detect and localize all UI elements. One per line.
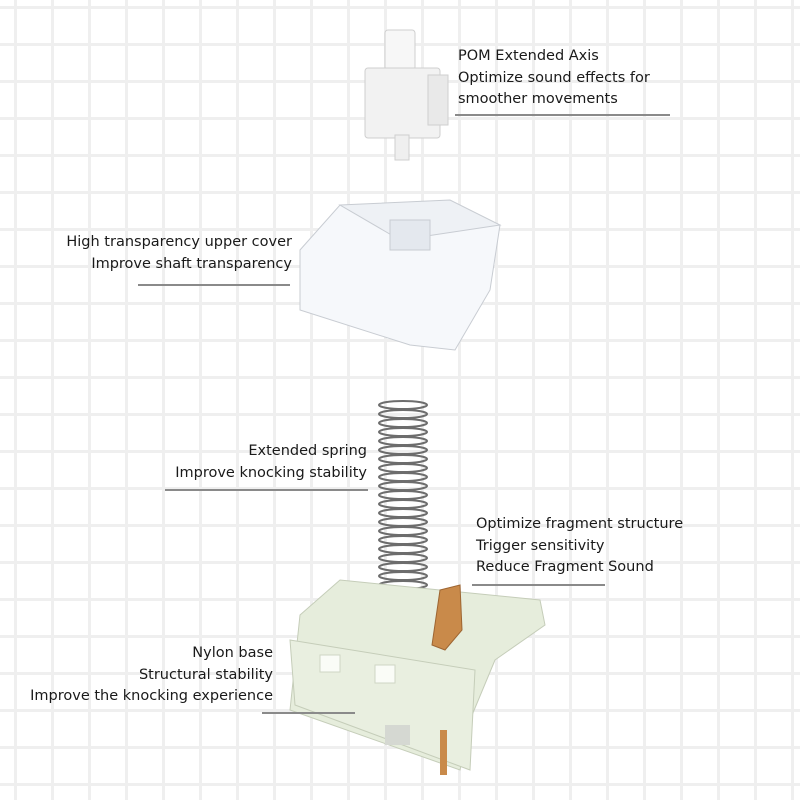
spring-coil [378, 418, 428, 428]
callout-title: High transparency upper cover [66, 234, 292, 250]
spring-coil [378, 562, 428, 572]
spring-coil [378, 526, 428, 536]
contact-callout-rule [472, 584, 605, 586]
base-part [289, 579, 546, 775]
spring-part [378, 400, 428, 617]
spring-coil [378, 535, 428, 545]
spring-coil [378, 553, 428, 563]
spring-coil [378, 463, 428, 473]
spring-coil [378, 499, 428, 509]
upper-cover-callout: High transparency upper cover Improve sh… [66, 232, 292, 275]
spring-coil [378, 427, 428, 437]
spring-coil [378, 472, 428, 482]
upper-cover-callout-rule [138, 284, 290, 286]
spring-coil [378, 508, 428, 518]
stem-callout: POM Extended Axis Optimize sound effects… [458, 46, 650, 111]
callout-line: Improve shaft transparency [91, 255, 292, 272]
spring-coil [378, 571, 428, 581]
base-callout: Nylon base Structural stability Improve … [30, 643, 273, 708]
stem-part [364, 29, 449, 161]
callout-line: Optimize sound effects for [458, 69, 650, 86]
spring-coil [378, 409, 428, 419]
upper-cover-part [299, 199, 502, 351]
callout-line: Improve knocking stability [175, 464, 367, 481]
spring-coil [378, 436, 428, 446]
callout-title: POM Extended Axis [458, 48, 599, 64]
spring-coil [378, 454, 428, 464]
spring-callout: Extended spring Improve knocking stabili… [175, 441, 367, 484]
callout-title: Nylon base [192, 645, 273, 661]
spring-coil [378, 544, 428, 554]
stem-callout-rule [455, 114, 670, 116]
callout-line: Trigger sensitivity [476, 537, 605, 554]
callout-line: Improve the knocking experience [30, 688, 273, 704]
callout-line: Structural stability [138, 666, 273, 683]
callout-line: smoother movements [458, 91, 618, 107]
contact-callout: Optimize fragment structure Trigger sens… [476, 514, 683, 579]
base-callout-rule [262, 712, 355, 714]
callout-line: Reduce Fragment Sound [476, 559, 654, 575]
spring-callout-rule [165, 489, 368, 491]
callout-title: Extended spring [248, 443, 367, 459]
spring-coil [378, 517, 428, 527]
spring-coil [378, 445, 428, 455]
callout-title: Optimize fragment structure [476, 516, 684, 532]
spring-coil [378, 490, 428, 500]
spring-coil [378, 400, 428, 410]
spring-coil [378, 481, 428, 491]
